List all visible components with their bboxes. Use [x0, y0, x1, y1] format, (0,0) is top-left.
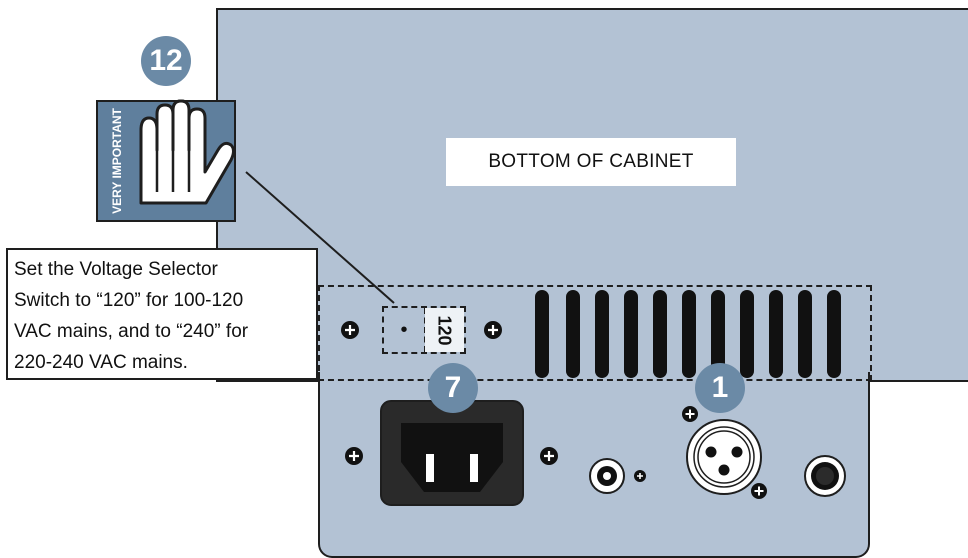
screw-icon — [634, 470, 646, 482]
cabinet-bottom — [216, 8, 968, 382]
instruction-line: 220-240 VAC mains. — [14, 352, 188, 373]
vent-slot — [711, 290, 725, 378]
voltage-selector-switch: • 120 — [382, 306, 466, 354]
xlr-input — [686, 419, 762, 495]
vent-slot — [798, 290, 812, 378]
vent-slot — [682, 290, 696, 378]
vent-slot — [653, 290, 667, 378]
badge-input: 1 — [695, 363, 745, 413]
hand-stop-icon — [139, 99, 235, 205]
vent-slot — [827, 290, 841, 378]
instruction-line: Set the Voltage Selector — [14, 259, 218, 280]
quarter-inch-jack — [804, 455, 846, 497]
screw-icon — [751, 483, 767, 499]
vent-slot — [740, 290, 754, 378]
leader-line — [245, 171, 395, 304]
rca-jack — [589, 458, 625, 494]
screw-icon — [682, 406, 698, 422]
cabinet-label: BOTTOM OF CABINET — [446, 138, 736, 186]
vent-slot — [566, 290, 580, 378]
switch-value: 120 — [425, 308, 464, 352]
vent-slots — [535, 290, 841, 378]
vent-slot — [624, 290, 638, 378]
screw-icon — [540, 447, 558, 465]
screw-icon — [341, 321, 359, 339]
badge-power: 7 — [428, 363, 478, 413]
vent-slot — [595, 290, 609, 378]
screw-icon — [484, 321, 502, 339]
vent-slot — [769, 290, 783, 378]
instruction-callout: Set the Voltage Selector Switch to “120”… — [6, 248, 318, 380]
vent-area — [318, 285, 872, 381]
instruction-line: Switch to “120” for 100-120 — [14, 290, 244, 311]
instruction-line: VAC mains, and to “240” for — [14, 321, 249, 342]
vent-slot — [535, 290, 549, 378]
screw-icon — [345, 447, 363, 465]
badge-important: 12 — [141, 36, 191, 86]
